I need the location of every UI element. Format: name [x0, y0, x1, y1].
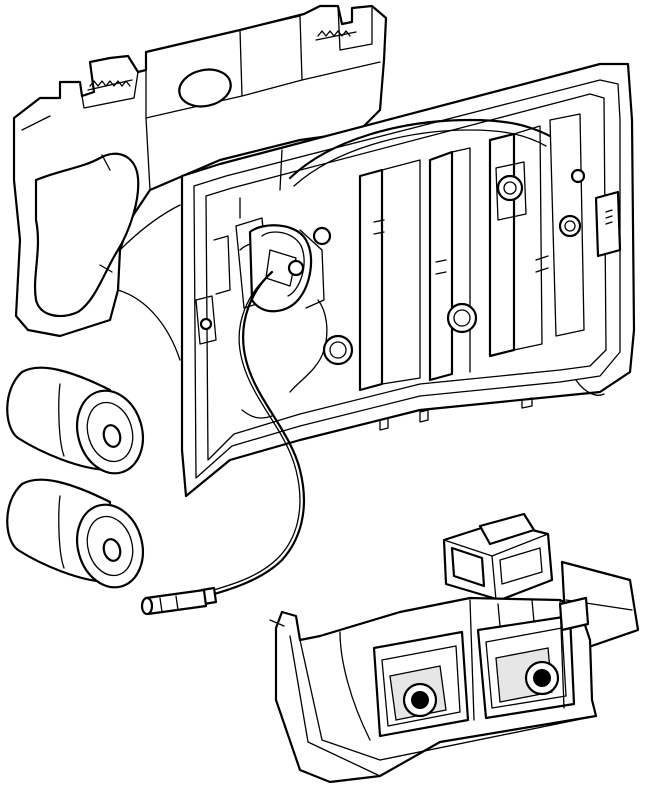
battery-1	[6, 366, 144, 475]
sensor-cable	[140, 270, 306, 616]
mounting-bracket	[12, 4, 388, 361]
mounting-frame	[180, 62, 636, 498]
actuator-module	[269, 512, 640, 784]
battery-2	[6, 478, 144, 589]
